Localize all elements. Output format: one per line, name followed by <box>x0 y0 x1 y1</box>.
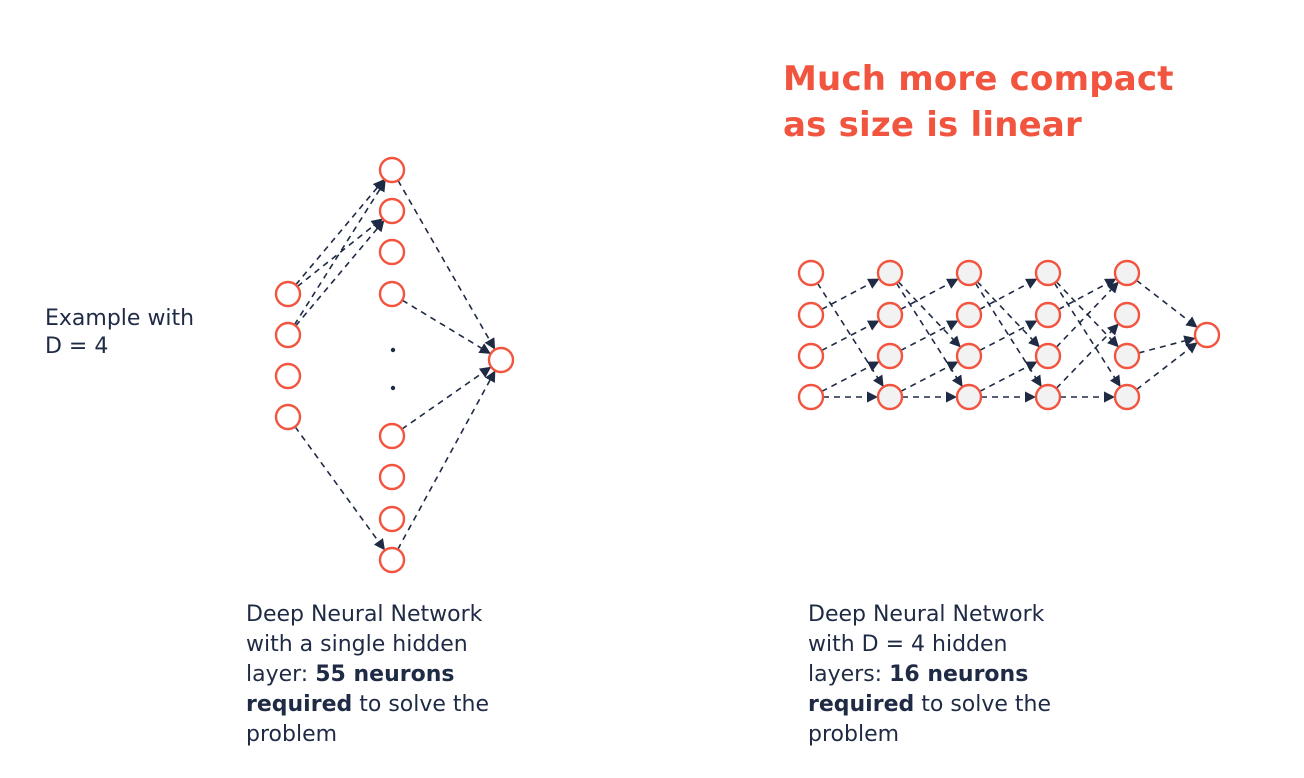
neuron <box>955 301 983 329</box>
neuron <box>274 403 302 431</box>
connection-edge <box>1053 282 1121 387</box>
caption-line: with a single hidden <box>246 632 468 657</box>
neuron <box>797 259 825 287</box>
caption-line: problem <box>246 722 338 747</box>
example-label: Example with D = 4 <box>45 305 194 361</box>
caption-text: layers: <box>808 662 890 687</box>
neuron <box>378 238 406 266</box>
neuron <box>487 346 515 374</box>
caption-text: to solve the <box>914 692 1052 717</box>
caption-line: with D = 4 hidden <box>808 632 1008 657</box>
neuron <box>797 383 825 411</box>
ellipsis-dot <box>390 347 396 353</box>
neuron <box>876 259 904 287</box>
connection-edge <box>1135 342 1198 391</box>
caption-text: to solve the <box>352 692 490 717</box>
neuron <box>378 156 406 184</box>
connection-edge <box>974 282 1042 387</box>
neuron <box>1113 259 1141 287</box>
neuron <box>1034 342 1062 370</box>
connection-edge <box>401 299 491 354</box>
headline-line-2: as size is linear <box>783 105 1083 145</box>
connection-edge <box>397 180 496 350</box>
caption-line: Deep Neural Network <box>246 602 483 627</box>
connection-edge <box>295 220 385 327</box>
deep-network <box>797 259 1221 411</box>
caption-line: Deep Neural Network <box>808 602 1045 627</box>
connection-edge <box>895 282 963 387</box>
example-label-line-2: D = 4 <box>45 334 109 359</box>
caption-text: layer: <box>246 662 316 687</box>
connection-edge <box>1055 323 1119 389</box>
connection-edge <box>821 361 880 393</box>
neuron <box>955 342 983 370</box>
neuron <box>797 342 825 370</box>
connection-edge <box>821 320 880 352</box>
connection-edge <box>979 320 1038 352</box>
connection-edge <box>397 370 496 550</box>
neuron <box>1193 321 1221 349</box>
caption-emphasis: required <box>246 692 353 717</box>
headline: Much more compact as size is linear <box>783 56 1174 148</box>
neuron <box>274 321 302 349</box>
neuron <box>1034 383 1062 411</box>
connection-edge <box>294 426 386 551</box>
neuron <box>955 259 983 287</box>
neuron <box>1113 342 1141 370</box>
neuron <box>378 280 406 308</box>
connection-edge <box>1138 335 1196 354</box>
connection-edge <box>401 366 492 430</box>
caption-line: layers: 16 neurons <box>808 660 1051 690</box>
connection-edge <box>295 179 385 286</box>
connection-edge <box>821 278 880 311</box>
caption-line: required to solve the <box>808 690 1051 720</box>
connection-edge <box>976 281 1040 348</box>
neuron <box>274 362 302 390</box>
neuron <box>955 383 983 411</box>
neuron <box>1034 301 1062 329</box>
connection-edge <box>293 180 386 326</box>
shallow-network <box>274 156 515 574</box>
ellipsis-dot <box>390 385 396 391</box>
connection-edge <box>296 218 383 288</box>
connection-edge <box>1055 281 1119 348</box>
caption-line: layer: 55 neurons <box>246 660 489 690</box>
neuron-count: 55 neurons <box>315 662 455 687</box>
connection-edge <box>900 320 959 352</box>
neuron <box>378 546 406 574</box>
connection-edge <box>900 361 959 393</box>
neuron <box>876 383 904 411</box>
caption-emphasis: required <box>808 692 915 717</box>
connection-edge <box>979 361 1038 393</box>
neuron <box>378 463 406 491</box>
caption-line: problem <box>808 722 900 747</box>
neuron <box>378 422 406 450</box>
deep-network-caption: Deep Neural Network with D = 4 hidden la… <box>808 600 1051 750</box>
neuron-count: 16 neurons <box>889 662 1029 687</box>
connection-edge <box>816 282 884 387</box>
connection-edge <box>897 281 961 348</box>
neuron <box>274 280 302 308</box>
neuron <box>1034 259 1062 287</box>
caption-line: required to solve the <box>246 690 489 720</box>
neuron <box>1113 301 1141 329</box>
example-label-line-1: Example with <box>45 306 195 331</box>
neuron <box>876 342 904 370</box>
connection-edge <box>1135 279 1198 328</box>
neuron <box>797 301 825 329</box>
neuron <box>876 301 904 329</box>
shallow-network-caption: Deep Neural Network with a single hidden… <box>246 600 489 750</box>
neuron <box>378 505 406 533</box>
headline-line-1: Much more compact <box>783 59 1174 99</box>
neuron <box>1113 383 1141 411</box>
neuron <box>378 197 406 225</box>
